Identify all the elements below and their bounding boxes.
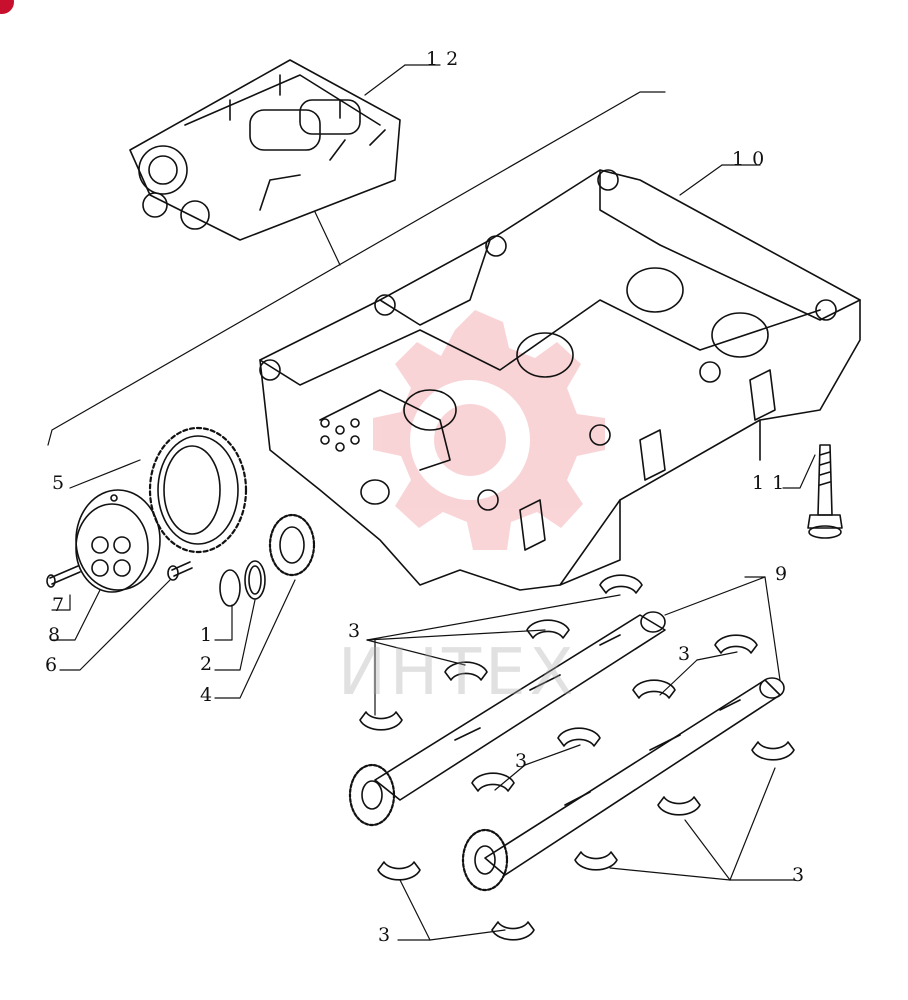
- balancer-shaft-9-upper: [348, 611, 666, 827]
- callout-3-lower-right: 3: [792, 864, 813, 886]
- callout-12: 12: [426, 48, 467, 70]
- balancer-assembly-12: [129, 59, 401, 241]
- callout-1: 1: [200, 624, 221, 646]
- balancer-housing-10: [259, 169, 861, 591]
- callout-7: 7: [52, 594, 73, 616]
- leader-12-assembly: [314, 211, 341, 266]
- bolt-11: [807, 444, 843, 539]
- callout-4: 4: [200, 684, 221, 706]
- callout-6: 6: [45, 654, 66, 676]
- callout-3-middle: 3: [515, 750, 536, 772]
- callout-2: 2: [200, 653, 221, 675]
- leader-lines: [51, 64, 816, 941]
- divider-line: [47, 91, 666, 446]
- callout-3-upper-left: 3: [348, 620, 369, 642]
- circlip-1: [219, 569, 241, 607]
- screw-7: [46, 565, 81, 588]
- callout-11: 11: [752, 472, 793, 494]
- callout-10: 10: [732, 148, 773, 170]
- balancer-shaft-9-lower: [461, 677, 785, 892]
- callout-3-upper-right: 3: [678, 643, 699, 665]
- callout-8: 8: [48, 624, 69, 646]
- watermark-gear-icon: [373, 310, 605, 550]
- callout-5: 5: [52, 472, 73, 494]
- gear-4: [268, 513, 316, 577]
- pulley-cover-8: [75, 489, 161, 593]
- bearing-shells-3: [359, 574, 795, 941]
- screw-6: [167, 561, 193, 581]
- watermark-text: ИНТЕХ: [338, 636, 578, 710]
- callout-3-lower-left: 3: [378, 924, 399, 946]
- washer-2: [244, 560, 266, 600]
- callout-9: 9: [775, 563, 796, 585]
- gear-5: [148, 426, 248, 554]
